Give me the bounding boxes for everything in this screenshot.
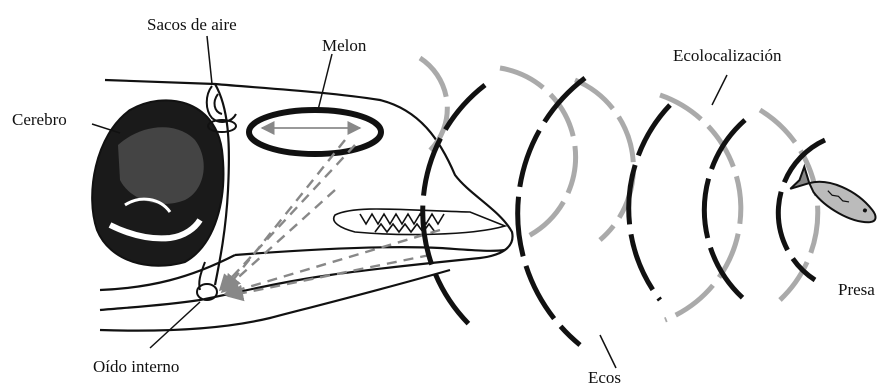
melon	[249, 110, 381, 154]
label-presa: Presa	[838, 281, 875, 298]
label-cerebro: Cerebro	[12, 111, 67, 128]
label-oido-interno: Oído interno	[93, 358, 179, 375]
label-ecolocalizacion: Ecolocalización	[673, 47, 782, 64]
label-melon: Melon	[322, 37, 366, 54]
brain	[92, 100, 223, 265]
sound-waves	[420, 58, 825, 345]
teeth	[334, 209, 505, 235]
label-sacos-de-aire: Sacos de aire	[147, 16, 237, 33]
label-ecos: Ecos	[588, 369, 621, 386]
fish-icon	[790, 166, 881, 231]
